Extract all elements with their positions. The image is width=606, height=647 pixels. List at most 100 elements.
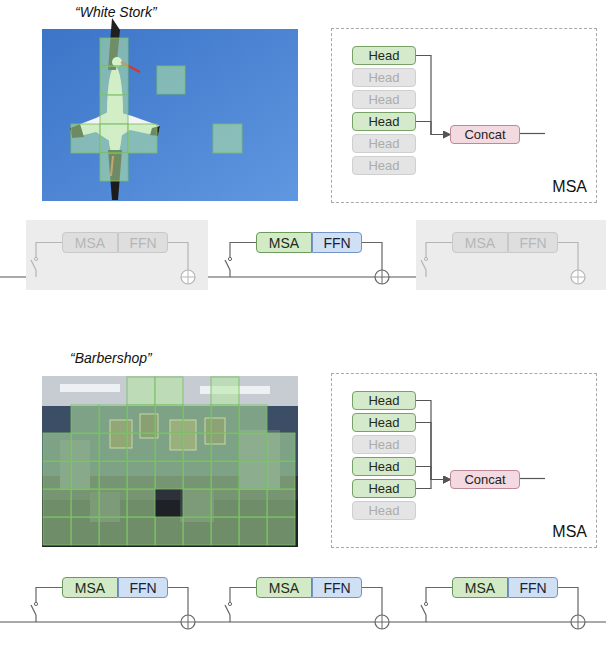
ffn-box: FFN [312,577,362,598]
switch-wire [36,243,62,258]
box-label: Concat [464,472,505,487]
switch-lever [225,260,230,270]
add-symbol [375,270,389,284]
add-symbol [571,270,585,284]
msa-box: MSA [452,577,508,598]
patch [183,517,211,545]
switch-wire [35,270,36,277]
patch [100,66,128,95]
box-label: MSA [75,235,105,251]
box-label: FFN [129,580,156,596]
ffn-box: FFN [118,577,168,598]
switch-contact [34,257,37,260]
patch [211,405,239,433]
active-head: Head [352,391,416,410]
box-label: MSA [465,235,495,251]
patch [183,461,211,489]
switch-wire [230,588,256,603]
patch [155,461,183,489]
switch-contact [228,257,231,260]
add-symbol [181,270,195,284]
patch [211,433,239,461]
image-class-label: “White Stork” [75,4,157,20]
ffn-box: FFN [508,577,558,598]
add-symbol [181,615,195,629]
active-head: Head [352,46,416,65]
active-head: Head [352,413,416,432]
box-label: Head [368,158,399,173]
skipped-msa-box: MSA [62,232,118,253]
box-label: FFN [323,235,350,251]
patch [71,489,99,517]
box-label: MSA [269,580,299,596]
box-label: Head [368,415,399,430]
return-wire [168,588,188,616]
switch-lever [421,605,426,615]
head-connector [416,122,450,135]
active-head: Head [352,479,416,498]
add-symbol [375,615,389,629]
patch [43,433,71,461]
box-label: Head [368,459,399,474]
add-symbol [188,615,189,629]
patch [239,461,267,489]
patch [211,461,239,489]
return-wire [362,243,382,271]
frame-title: MSA [552,523,587,541]
msa-box: MSA [256,232,312,253]
patch [155,377,183,405]
skipped-layer-band [416,220,606,290]
patch [127,405,155,433]
add-symbol [578,270,579,284]
skipped-layer-band [26,220,208,290]
patch [99,517,127,545]
box-label: Head [368,70,399,85]
patch [100,95,128,124]
inactive-head: Head [352,68,416,87]
active-head: Head [352,457,416,476]
box-label: Head [368,92,399,107]
inactive-head: Head [352,435,416,454]
box-label: Head [368,48,399,63]
patch [99,489,127,517]
patch [213,124,242,153]
frame-title: MSA [552,178,587,196]
box-label: Head [368,114,399,129]
skipped-ffn-box: FFN [508,232,558,253]
room [42,376,298,547]
switch-wire [229,270,230,277]
switch-wire [36,588,62,603]
patch [100,38,128,66]
patch [100,124,128,153]
box-label: Concat [464,127,505,142]
patch [100,153,128,181]
box-label: MSA [465,580,495,596]
head-connector [416,401,450,480]
switch-wire [425,270,426,277]
msa-box: MSA [62,577,118,598]
patch [71,433,99,461]
switch-wire [426,588,452,603]
sky [42,29,298,201]
add-symbol [578,615,579,629]
return-wire [362,588,382,616]
patch [239,517,267,545]
patch [99,405,127,433]
patch [267,517,295,545]
patch [183,405,211,433]
box-label: Head [368,437,399,452]
add-symbol [382,615,383,629]
box-label: Head [368,503,399,518]
patch [155,517,183,545]
patch [99,461,127,489]
head-connector [416,423,450,480]
switch-lever [31,605,36,615]
residual-wires [0,134,606,630]
barbershop-photo [42,376,298,547]
patch [71,461,99,489]
patch [155,433,183,461]
patch [71,124,100,153]
box-label: FFN [519,235,546,251]
patch [43,489,71,517]
